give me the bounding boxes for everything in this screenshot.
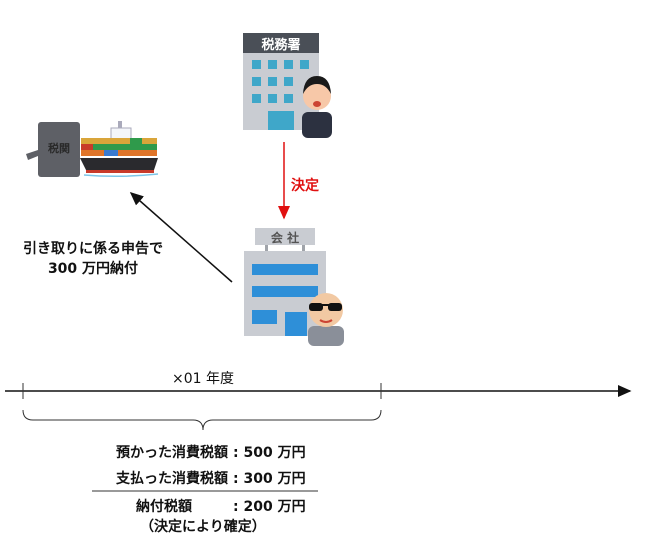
paid-tax-value: : 300 万円 xyxy=(233,471,306,487)
decision-note: （決定により確定） xyxy=(140,519,266,535)
container-ship-icon xyxy=(80,121,159,178)
customs-character-icon xyxy=(26,122,80,177)
customs-label: 税関 xyxy=(48,142,70,155)
period-label: ×01 年度 xyxy=(172,371,234,387)
payable-tax-value: : 200 万円 xyxy=(233,499,306,515)
tax-office-sign: 税務署 xyxy=(261,38,301,53)
tax-officer-icon xyxy=(302,76,332,138)
company-president-icon xyxy=(308,293,344,346)
collected-tax-value: : 500 万円 xyxy=(233,445,306,461)
company-building-icon xyxy=(244,228,326,336)
period-brace xyxy=(22,409,382,431)
collected-tax-label: 預かった消費税額 xyxy=(116,445,228,461)
payment-arrow xyxy=(129,192,233,283)
payable-tax-label: 納付税額 xyxy=(136,499,192,515)
decision-label: 決定 xyxy=(291,178,319,194)
paid-tax-label: 支払った消費税額 xyxy=(116,471,228,487)
payment-label-line1: 引き取りに係る申告で xyxy=(23,241,163,257)
payment-label-line2: 300 万円納付 xyxy=(47,261,139,277)
company-sign: 会 社 xyxy=(270,231,300,245)
